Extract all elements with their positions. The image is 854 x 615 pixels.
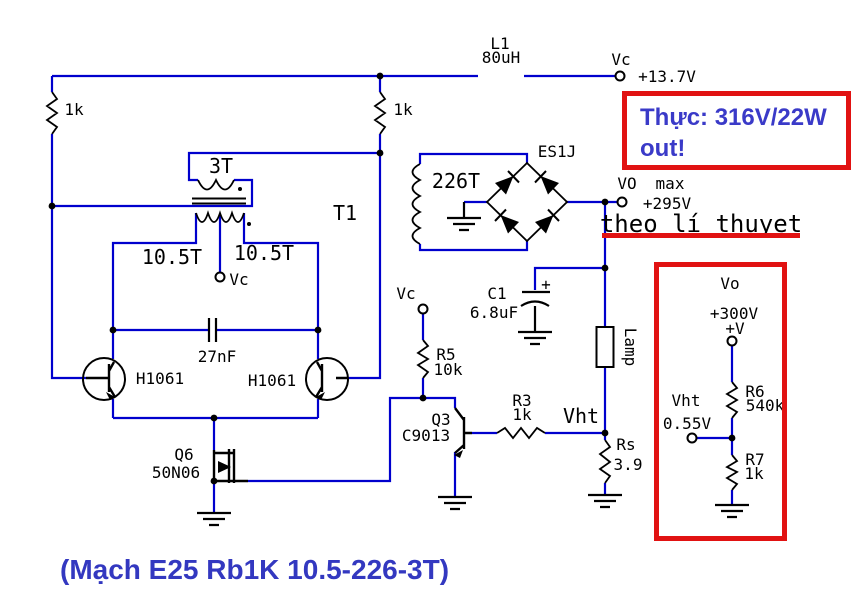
q3-part: C9013 — [401, 426, 451, 445]
vo-label: VO — [617, 174, 637, 193]
resistor-zigzags — [45, 91, 739, 491]
r6-value: 540k — [745, 396, 785, 415]
divider-vo-label: Vo — [720, 274, 740, 293]
rs-value: 3.9 — [613, 455, 643, 474]
transistor-left-body — [82, 357, 126, 401]
result-note-box: Thực: 316V/22W out! — [622, 91, 851, 170]
divider-note-box — [654, 262, 787, 541]
bridge-part-label: ES1J — [537, 142, 577, 161]
ground-symbols — [197, 202, 749, 527]
rs-name: Rs — [616, 435, 636, 454]
r3-value: 1k — [512, 405, 532, 424]
r7-name: R7 — [745, 450, 765, 469]
r3-name: R3 — [512, 391, 532, 410]
q3-designator: Q3 — [431, 410, 451, 429]
junction-dots — [48, 72, 736, 485]
divider-vht-label: Vht — [671, 391, 701, 410]
r7-value: 1k — [744, 464, 764, 483]
transformer-core — [192, 197, 246, 205]
bridge-diodes — [495, 176, 559, 234]
c1-polarity-mark: + — [541, 275, 551, 294]
vc-voltage-value: +13.7V — [638, 67, 696, 86]
inductor-name: L1 — [490, 34, 510, 53]
r6-name: R6 — [745, 382, 765, 401]
capacitor-plates — [207, 290, 550, 342]
vo-value: +295V — [642, 194, 692, 213]
vo-max-label: max — [655, 174, 685, 193]
center-tap-label: Vc — [229, 270, 249, 289]
divider-vo-value: +300V — [709, 304, 759, 323]
r5-name: R5 — [436, 345, 456, 364]
r5-vc-label: Vc — [396, 284, 416, 303]
transistor-internals — [86, 361, 472, 483]
transformer-name: T1 — [332, 201, 358, 225]
lamp-label: Lamp — [621, 327, 640, 367]
primary-turns: 3T — [208, 154, 234, 178]
caption: (Mạch E25 Rb1K 10.5-226-3T) — [60, 554, 450, 585]
divider-plus-v: +V — [725, 319, 745, 338]
coupling-cap-value: 27nF — [197, 347, 237, 366]
vc-terminal-label: Vc — [611, 50, 631, 69]
bias-resistor-right: 1k — [393, 100, 413, 119]
mosfet-designator: Q6 — [174, 445, 194, 464]
lamp-symbol — [595, 326, 615, 368]
c1-name: C1 — [487, 284, 507, 303]
theory-note: theo lí thuyet — [599, 210, 803, 238]
mosfet-part: 50N06 — [151, 463, 201, 482]
note-line1: Thực: 316V/22W — [640, 104, 827, 131]
r5-value: 10k — [433, 360, 463, 379]
note-line2: out! — [640, 135, 686, 162]
inductor-value: 80uH — [481, 48, 521, 67]
secondary-left-turns: 10.5T — [141, 245, 203, 269]
c1-value: 6.8uF — [469, 303, 519, 322]
transformer-windings — [195, 163, 422, 245]
transistor-left-part: H1061 — [135, 369, 185, 388]
vht-node-label: Vht — [562, 404, 600, 428]
terminal-circles — [214, 70, 738, 444]
bridge-diode-bars — [494, 170, 560, 222]
secondary-right-turns: 10.5T — [233, 241, 295, 265]
bias-resistor-left: 1k — [64, 100, 84, 119]
bridge-outline — [485, 161, 569, 243]
hv-winding-turns: 226T — [431, 169, 481, 193]
theory-underline — [602, 233, 800, 238]
transistor-right-part: H1061 — [247, 371, 297, 390]
divider-vht-value: 0.55V — [662, 414, 712, 433]
wire-network — [50, 74, 734, 513]
